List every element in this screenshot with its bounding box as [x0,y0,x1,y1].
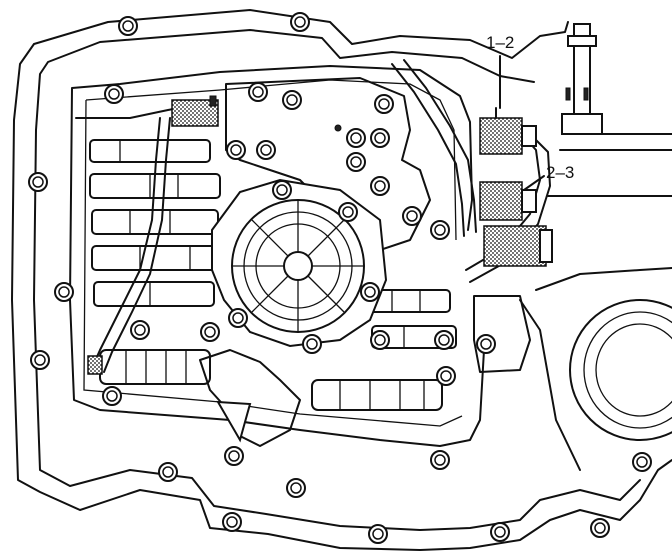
harness-left [91,117,161,369]
callout-label-2-3: 2–3 [546,163,574,182]
small-detail-marks [209,87,589,132]
harness-connector-left [87,355,103,375]
harness-left-2 [103,117,171,373]
callout-2-3: 2–3 [523,163,574,191]
callout-1-2: 1–2 [486,33,514,109]
harness-right [391,63,465,237]
output-housing [519,267,672,471]
case-outer-outline [11,9,672,551]
callout-label-1-2: 1–2 [486,33,514,52]
lower-bracket [199,349,301,447]
upper-plate [225,77,431,251]
valve-body-inner [83,79,463,427]
right-block [473,295,531,373]
case-inner-outline [33,29,641,531]
pressure-control-solenoid [483,225,553,267]
valve-bores-left [89,139,223,307]
dipstick-tube [547,23,672,197]
valve-spool-right [311,379,443,411]
shift-solenoid-2-3-body [479,181,537,221]
harness-right-2 [403,59,477,233]
lower-wedge [216,400,252,443]
valve-spool-lower [99,349,211,385]
accumulator-cover [211,178,388,348]
valve-body-outline [69,65,485,447]
shift-solenoid-1-2-body [479,107,537,155]
